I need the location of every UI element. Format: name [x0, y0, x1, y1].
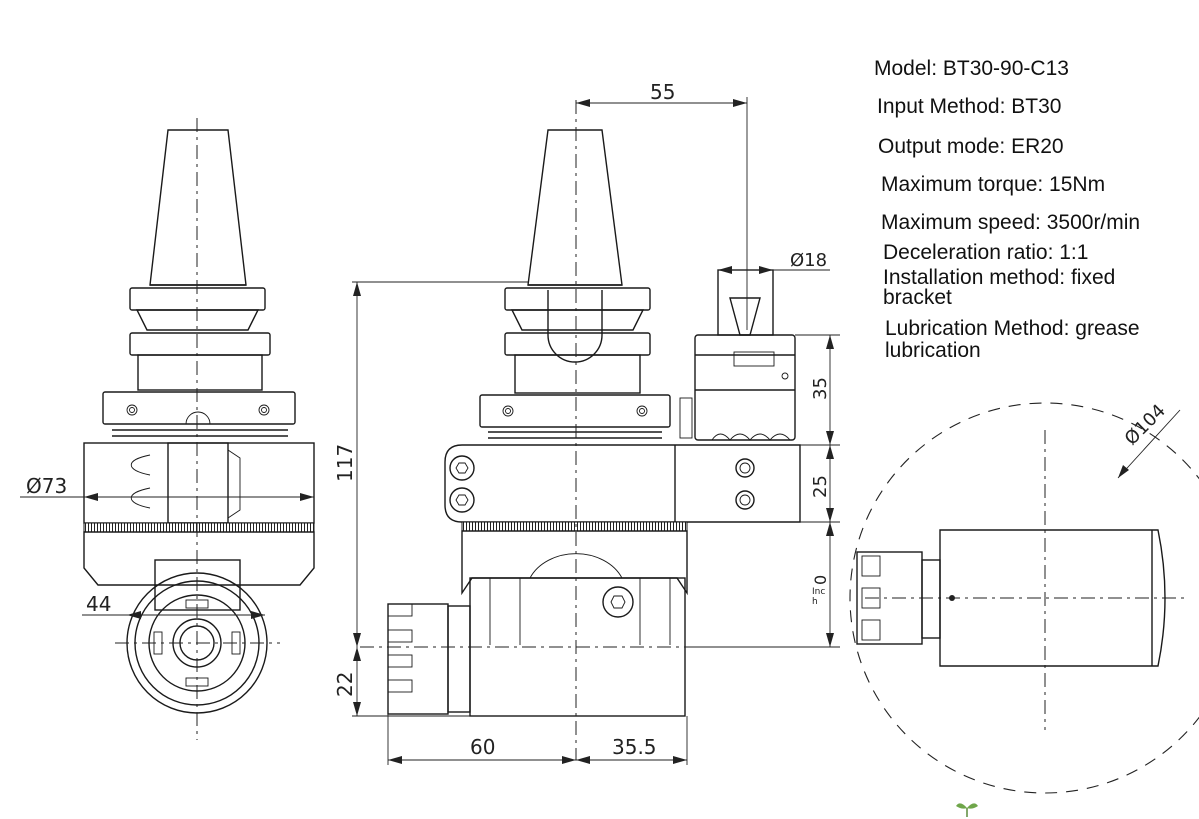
dim-117: 117 [333, 444, 357, 482]
dim-55: 55 [650, 80, 675, 104]
dim-inch-label-2: h [812, 597, 818, 607]
spec-output-mode: Output mode: ER20 [878, 135, 1064, 158]
dim-diameter-104: Ø104 [1121, 400, 1170, 449]
dim-35-5: 35.5 [612, 735, 657, 759]
spec-max-speed: Maximum speed: 3500r/min [881, 211, 1141, 234]
dim-35: 35 [810, 377, 831, 400]
spec-lubrication-line2: lubrication [885, 339, 981, 362]
dim-25: 25 [810, 475, 831, 498]
left-view [83, 118, 315, 740]
spec-input-method: Input Method: BT30 [877, 95, 1062, 118]
dim-44: 44 [86, 592, 111, 616]
front-view [360, 100, 801, 760]
dim-60: 60 [470, 735, 495, 759]
dim-diameter-73: Ø73 [26, 474, 67, 498]
spec-installation-line1: Installation method: fixed [883, 266, 1116, 289]
spec-max-torque: Maximum torque: 15Nm [881, 173, 1106, 196]
dimension-lines [20, 97, 840, 765]
sprout-icon [956, 803, 978, 817]
side-view [849, 402, 1199, 794]
spec-deceleration-ratio: Deceleration ratio: 1:1 [883, 241, 1089, 264]
spec-lubrication-line1: Lubrication Method: grease [885, 317, 1140, 340]
dim-0: 0 [811, 575, 830, 585]
dim-diameter-18: Ø18 [790, 250, 827, 271]
dim-inch-label-1: Inc [812, 587, 825, 597]
spec-installation-line2: bracket [883, 286, 952, 309]
dim-22: 22 [333, 672, 357, 697]
spec-model: Model: BT30-90-C13 [874, 57, 1069, 80]
